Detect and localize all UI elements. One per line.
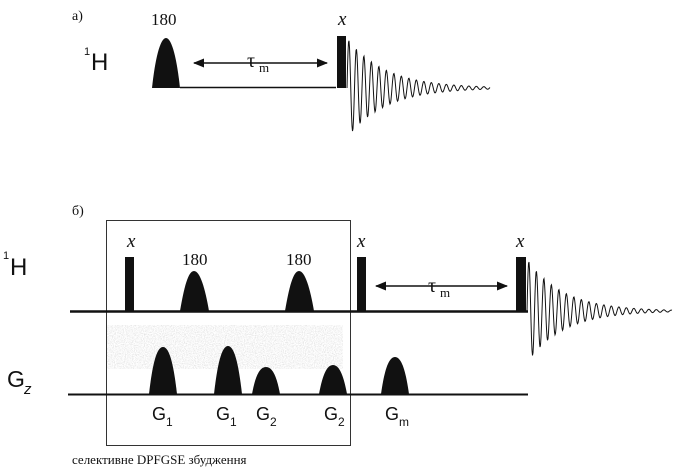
panel-b-tau-subscript: m <box>440 285 450 300</box>
panel-b-nucleus-superscript: 1 <box>3 250 9 262</box>
gradient-label-letter: G <box>385 404 399 424</box>
panel-a-nucleus-superscript: 1 <box>84 46 90 58</box>
gradient-pulse-g1-second <box>214 346 242 394</box>
panel-a-pulse-180-label: 180 <box>151 10 177 29</box>
panel-b-pulse-x2-label: x <box>356 231 366 252</box>
gradient-label-g1-second: G 1 <box>216 404 237 429</box>
panel-b: б) 1 H x 180 180 x τ m x G z <box>3 204 673 467</box>
gradient-label-letter: G <box>152 404 166 424</box>
gradient-label-letter: G <box>216 404 230 424</box>
panel-a-nucleus: H <box>91 49 108 76</box>
panel-b-hard-x-pulse-1 <box>125 257 134 312</box>
gradient-pulse-g2-second <box>319 365 347 394</box>
gradient-label-subscript: 2 <box>270 415 277 429</box>
gradient-pulse-g2-first <box>252 367 280 394</box>
gradient-label-letter: G <box>256 404 270 424</box>
panel-b-pulse-180a-label: 180 <box>182 250 208 269</box>
panel-b-pulse-x3-label: x <box>515 231 525 252</box>
panel-b-hard-x-pulse-2 <box>357 257 366 312</box>
panel-a-tau-subscript: m <box>259 60 269 75</box>
gradient-pulse-gm <box>381 357 409 394</box>
panel-a-selective-180-pulse <box>152 38 180 88</box>
panel-b-fid-signal <box>526 261 673 356</box>
gradient-label-subscript: 2 <box>338 415 345 429</box>
gradient-label-g2-first: G 2 <box>256 404 277 429</box>
panel-b-nucleus: H <box>10 254 27 281</box>
panel-a-fid-signal <box>346 40 491 132</box>
gradient-label-subscript: m <box>399 415 409 429</box>
panel-a: а) 1 H 180 τ m x <box>72 9 491 132</box>
gradient-label-g1-first: G 1 <box>152 404 173 429</box>
dpfgse-caption: селективне DPFGSE збудження <box>72 452 247 467</box>
panel-a-mixing-delay-label: τ m <box>247 50 269 75</box>
gradient-label-gm: G m <box>385 404 409 429</box>
panel-b-nucleus-label: 1 H <box>3 250 27 281</box>
panel-b-pulse-x1-label: x <box>126 231 136 252</box>
gradient-axis-letter: G <box>7 366 25 392</box>
gradient-label-subscript: 1 <box>166 415 173 429</box>
gradient-axis-subscript: z <box>23 381 32 398</box>
panel-a-label: а) <box>72 9 83 24</box>
gradient-pulse-g1-first <box>149 347 177 394</box>
panel-b-mixing-delay-label: τ m <box>428 275 450 300</box>
panel-a-pulse-x-label: x <box>337 9 347 30</box>
panel-a-hard-x-pulse <box>337 36 346 88</box>
panel-b-tau: τ <box>428 275 436 297</box>
dpfgse-selection-box <box>106 220 351 446</box>
panel-b-hard-x-pulse-3 <box>516 257 526 312</box>
panel-b-selective-180-pulse-1 <box>180 271 209 311</box>
gradient-label-letter: G <box>324 404 338 424</box>
panel-a-nucleus-label: 1 H <box>84 46 108 76</box>
gradient-label-subscript: 1 <box>230 415 237 429</box>
panel-b-label: б) <box>72 204 84 219</box>
panel-a-tau: τ <box>247 50 255 72</box>
gradient-axis-label: G z <box>7 366 32 398</box>
panel-b-pulse-180b-label: 180 <box>286 250 312 269</box>
panel-b-selective-180-pulse-2 <box>285 271 314 311</box>
gradient-label-g2-second: G 2 <box>324 404 345 429</box>
